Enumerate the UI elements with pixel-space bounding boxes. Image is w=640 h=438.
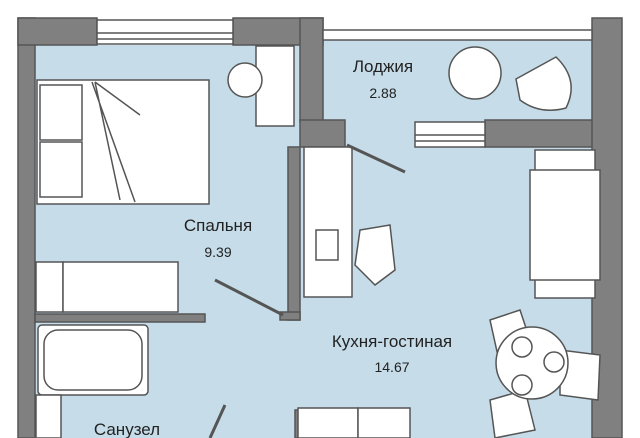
- walls: [17, 17, 623, 438]
- furniture: [35, 45, 601, 438]
- loggia-area: 2.88: [369, 85, 397, 101]
- windows: [96, 19, 593, 148]
- bathroom-name: Санузел: [93, 420, 161, 438]
- kitchen-living-name: Кухня-гостиная: [331, 332, 453, 351]
- bedroom-name: Спальня: [183, 216, 253, 235]
- doors: [208, 143, 406, 438]
- loggia-name: Лоджия: [352, 57, 414, 76]
- bedroom-area: 9.39: [204, 244, 232, 260]
- kitchen-living-area: 14.67: [374, 359, 410, 375]
